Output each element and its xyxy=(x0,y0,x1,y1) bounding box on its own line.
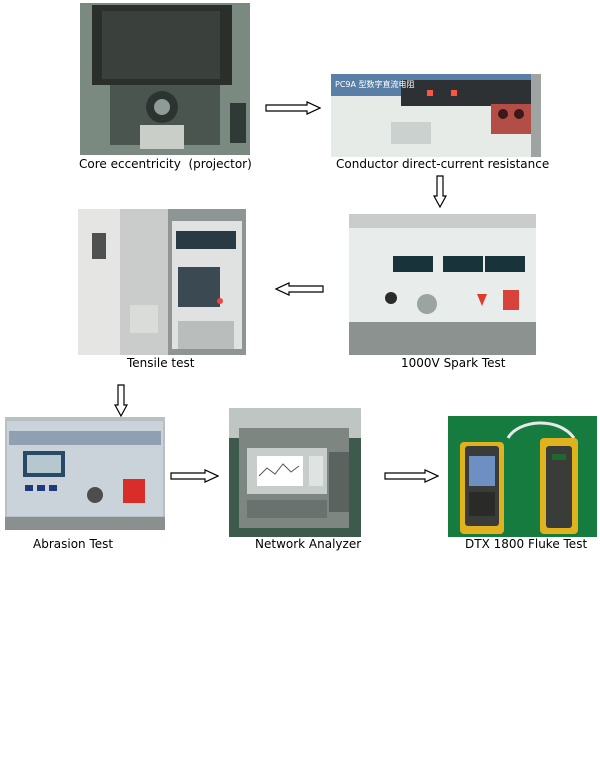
arrow-left-1 xyxy=(275,282,324,296)
arrow-right-2 xyxy=(170,469,219,483)
resistance-meter-photo: PC9A 型数字直流电阻 xyxy=(331,74,541,157)
fluke-test-caption: DTX 1800 Fluke Test xyxy=(465,537,588,551)
arrow-down-2 xyxy=(114,384,128,417)
spark-tester-photo xyxy=(349,214,536,355)
abrasion-tester-photo xyxy=(5,417,165,530)
resistance-caption: Conductor direct-current resistance xyxy=(336,157,550,171)
arrow-right-1 xyxy=(265,101,321,115)
network-analyzer-photo xyxy=(229,408,361,537)
arrow-down-1 xyxy=(433,175,447,208)
core-eccentricity-caption: Core eccentricity (projector) xyxy=(79,157,252,171)
arrow-right-3 xyxy=(384,469,439,483)
spark-test-caption: 1000V Spark Test xyxy=(401,356,506,370)
resistance-panel-label: PC9A 型数字直流电阻 xyxy=(335,80,415,89)
projector-photo xyxy=(80,3,250,155)
abrasion-test-caption: Abrasion Test xyxy=(33,537,114,551)
network-analyzer-caption: Network Analyzer xyxy=(255,537,362,551)
tensile-tester-photo xyxy=(78,209,246,355)
tensile-test-caption: Tensile test xyxy=(127,356,195,370)
fluke-tester-photo xyxy=(448,416,597,537)
